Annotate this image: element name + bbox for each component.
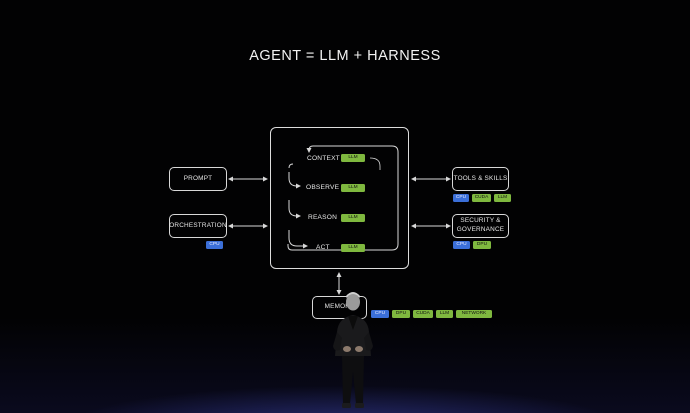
tools-skills-label: TOOLS & SKILLS	[453, 174, 508, 182]
memory-tag-cuda: CUDA	[413, 310, 433, 318]
security-governance-node: SECURITY & GOVERNANCE	[452, 214, 509, 238]
memory-tag-network: NETWORK	[456, 310, 492, 318]
observe-llm-chip: LLM	[341, 184, 365, 192]
memory-tag-cpu: CPU	[371, 310, 389, 318]
security-tag-cpu: CPU	[453, 241, 470, 249]
orchestration-tag-cpu: CPU	[206, 241, 223, 249]
security-tag-dpu: DPU	[473, 241, 491, 249]
context-llm-chip: LLM	[341, 154, 365, 162]
memory-tag-dpu: DPU	[392, 310, 410, 318]
memory-node: MEMORY	[312, 296, 367, 319]
orchestration-label: ORCHESTRATION	[169, 221, 227, 229]
slide-title: AGENT = LLM + HARNESS	[249, 48, 441, 64]
loop-step-act: ACT	[316, 244, 330, 251]
act-llm-chip: LLM	[341, 244, 365, 252]
security-governance-label: SECURITY & GOVERNANCE	[457, 217, 504, 234]
tools-tag-llm: LLM	[494, 194, 511, 202]
loop-step-reason: REASON	[308, 214, 338, 221]
loop-step-context: CONTEXT	[307, 155, 340, 162]
reason-llm-chip: LLM	[341, 214, 365, 222]
tools-tag-cpu: CPU	[453, 194, 469, 202]
tools-skills-node: TOOLS & SKILLS	[452, 167, 509, 191]
security-label-line-1: SECURITY &	[460, 217, 501, 225]
orchestration-node: ORCHESTRATION	[169, 214, 227, 238]
harness-loop-box	[270, 127, 409, 269]
prompt-node: PROMPT	[169, 167, 227, 191]
memory-label: MEMORY	[324, 303, 355, 311]
prompt-label: PROMPT	[183, 174, 213, 182]
loop-step-observe: OBSERVE	[306, 184, 340, 191]
memory-tag-llm: LLM	[436, 310, 453, 318]
tools-tag-cuda: CUDA	[472, 194, 491, 202]
security-label-line-2: GOVERNANCE	[456, 226, 505, 233]
